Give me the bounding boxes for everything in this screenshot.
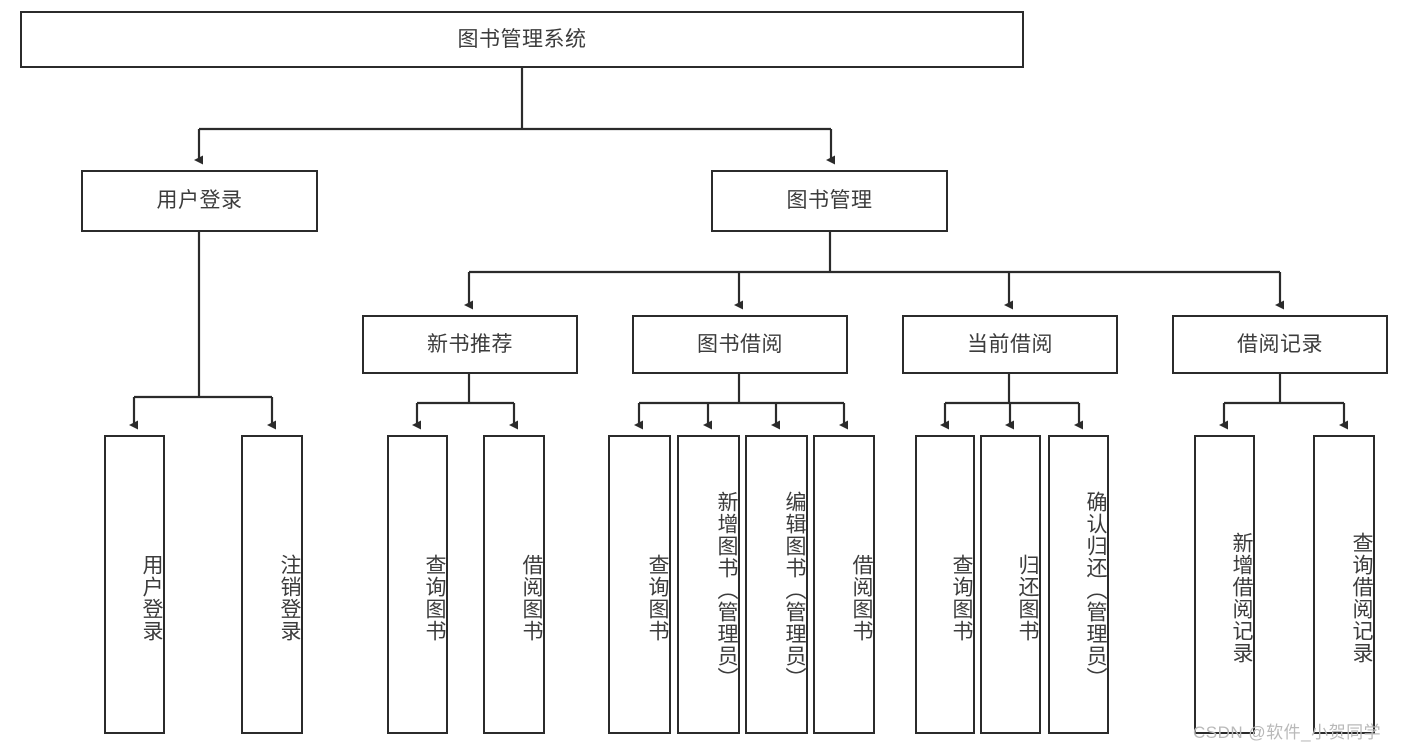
node-book-management[interactable]: 图书管理 xyxy=(711,170,948,232)
node-book-management-system[interactable]: 图书管理系统 xyxy=(20,11,1024,68)
node-leaf-user-login[interactable]: 用户登录 xyxy=(104,435,165,734)
node-leaf-borrow-book[interactable]: 借阅图书 xyxy=(813,435,875,734)
watermark: CSDN @软件_小贺同学 xyxy=(1193,723,1382,742)
node-leaf-add-borrow-record[interactable]: 新增借阅记录 xyxy=(1194,435,1255,734)
node-leaf-add-book-admin[interactable]: 新增图书（管理员） xyxy=(677,435,740,734)
node-new-book-recommend[interactable]: 新书推荐 xyxy=(362,315,578,374)
node-leaf-query-book-current[interactable]: 查询图书 xyxy=(915,435,975,734)
node-book-borrow[interactable]: 图书借阅 xyxy=(632,315,848,374)
node-user-login[interactable]: 用户登录 xyxy=(81,170,318,232)
node-leaf-query-book-borrow[interactable]: 查询图书 xyxy=(608,435,671,734)
node-leaf-query-borrow-record[interactable]: 查询借阅记录 xyxy=(1313,435,1375,734)
node-leaf-edit-book-admin[interactable]: 编辑图书（管理员） xyxy=(745,435,808,734)
node-leaf-return-book[interactable]: 归还图书 xyxy=(980,435,1041,734)
node-leaf-query-book-recommend[interactable]: 查询图书 xyxy=(387,435,448,734)
node-leaf-logout-login[interactable]: 注销登录 xyxy=(241,435,303,734)
node-leaf-borrow-book-recommend[interactable]: 借阅图书 xyxy=(483,435,545,734)
node-borrow-record[interactable]: 借阅记录 xyxy=(1172,315,1388,374)
node-current-borrow[interactable]: 当前借阅 xyxy=(902,315,1118,374)
node-leaf-confirm-return-admin[interactable]: 确认归还（管理员） xyxy=(1048,435,1109,734)
